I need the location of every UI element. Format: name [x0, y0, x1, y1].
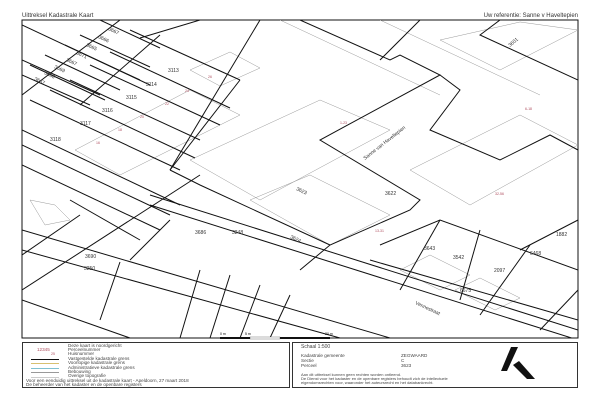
svg-text:26: 26 — [208, 75, 212, 79]
svg-text:16: 16 — [96, 141, 100, 145]
parcel-label: 6675 — [460, 288, 471, 294]
municipality-value: ZEGWAARD — [401, 353, 428, 358]
legend-item: Huisnummer — [68, 351, 95, 357]
street-name: Vennestraat — [414, 300, 441, 317]
svg-text:22: 22 — [165, 102, 169, 106]
parcel-label: 3623 — [295, 186, 308, 196]
scale-label: 5 m — [245, 332, 251, 336]
parcel-value: 3623 — [401, 363, 412, 368]
parcel-label: 3665 — [85, 42, 98, 52]
parcel-label: 3248 — [232, 230, 243, 236]
disclaimer: De Dienst voor het kadaster en de openba… — [301, 376, 448, 381]
parcel-label: 3671 — [75, 50, 88, 60]
parcel-label: 2097 — [494, 268, 505, 274]
legend-footer: De beheerder van het kadaster en de open… — [26, 382, 142, 388]
parcel-label: 3667 — [107, 26, 120, 36]
parcel-label: 3622 — [385, 191, 396, 197]
fixed-boundary-symbol — [31, 358, 59, 360]
svg-text:24: 24 — [185, 89, 189, 93]
buildings — [29, 20, 578, 311]
scale-label: 0 m — [220, 332, 226, 336]
disclaimer: eigendomsrechten voor, waaronder het aut… — [301, 380, 434, 385]
parcel-label: 3666 — [97, 34, 110, 44]
legend-item: Perceelnummer — [68, 346, 101, 352]
parcel-label: 3601 — [507, 37, 520, 49]
legend-footer: Voor een eenduidig uittreksel uit de kad… — [26, 377, 189, 383]
svg-text:6-18: 6-18 — [525, 107, 532, 111]
scale-bar: 0 m 5 m 20 m — [220, 332, 333, 340]
legend: 12345 25 Deze kaart is noordgericht Perc… — [22, 342, 290, 388]
provisional-boundary-symbol — [31, 363, 59, 365]
svg-text:1-23: 1-23 — [340, 121, 347, 125]
reference-label: Uw referentie: Sanne v Haveltepien — [483, 13, 578, 19]
scale-label: 20 m — [325, 332, 333, 336]
parcel-label: 3113 — [168, 68, 179, 74]
parcel-boundaries — [22, 20, 578, 338]
disclaimer: Aan dit uittreksel kunnen geen rechten w… — [301, 372, 402, 377]
house-number-symbol: 25 — [51, 352, 55, 357]
section-label: Sectie — [301, 358, 314, 363]
parcel-number-symbol: 12345 — [37, 346, 50, 352]
parcel-label: 3686 — [195, 230, 206, 236]
scale-text: Schaal 1:500 — [301, 344, 331, 350]
house-numbers: 1-23 6-18 32-56 13-31 26 24 22 20 18 16 — [96, 75, 532, 233]
parcel-label: 3118 — [50, 137, 61, 143]
parcel-label: 3643 — [424, 246, 435, 252]
legend-item: Vastgestelde kadastrale grens — [68, 355, 130, 361]
parcel-info: Schaal 1:500 Kadastrale gemeente Sectie … — [292, 342, 578, 388]
legend-item: Voorlopige kadastrale grens — [68, 360, 125, 366]
legend-item: Administratieve kadastrale grens — [68, 364, 135, 370]
parcel-label: 3668 — [43, 70, 56, 80]
legend-item: Deze kaart is noordgericht — [68, 342, 122, 348]
parcel-label: 3250 — [84, 266, 95, 272]
parcel-label: 3116 — [102, 108, 113, 114]
parcel-label: 1882 — [556, 232, 567, 238]
legend-item: Bebouwing — [68, 368, 91, 374]
kadaster-logo-icon — [501, 347, 535, 379]
parcel-label: 3115 — [126, 95, 137, 101]
section-value: C — [401, 358, 405, 363]
parcel-label: 6468 — [530, 251, 541, 257]
parcel-label: 3690 — [85, 254, 96, 260]
parcel-label: 3624 — [289, 234, 302, 244]
building-symbol — [31, 372, 59, 374]
svg-text:13-31: 13-31 — [375, 229, 384, 233]
legend-item: Overige topografie — [68, 373, 106, 379]
square-name: Sanne van Haveltepien — [363, 125, 408, 162]
administrative-boundary-symbol — [31, 367, 59, 369]
map-title: Uittreksel Kadastrale Kaart — [22, 13, 94, 19]
parcel-label: 3669 — [53, 64, 66, 74]
municipality-label: Kadastrale gemeente — [301, 353, 345, 358]
parcel-label: 3667 — [33, 76, 46, 86]
svg-text:32-56: 32-56 — [495, 192, 504, 196]
parcel-label: 3114 — [146, 82, 157, 88]
svg-text:18: 18 — [118, 128, 122, 132]
topography-symbol — [31, 376, 59, 378]
parcel-label: Perceel — [301, 363, 317, 368]
svg-text:20: 20 — [140, 115, 144, 119]
parcel-label: 3542 — [453, 255, 464, 261]
parcel-label: 3667 — [65, 57, 78, 67]
parcel-label: 3117 — [80, 121, 91, 127]
